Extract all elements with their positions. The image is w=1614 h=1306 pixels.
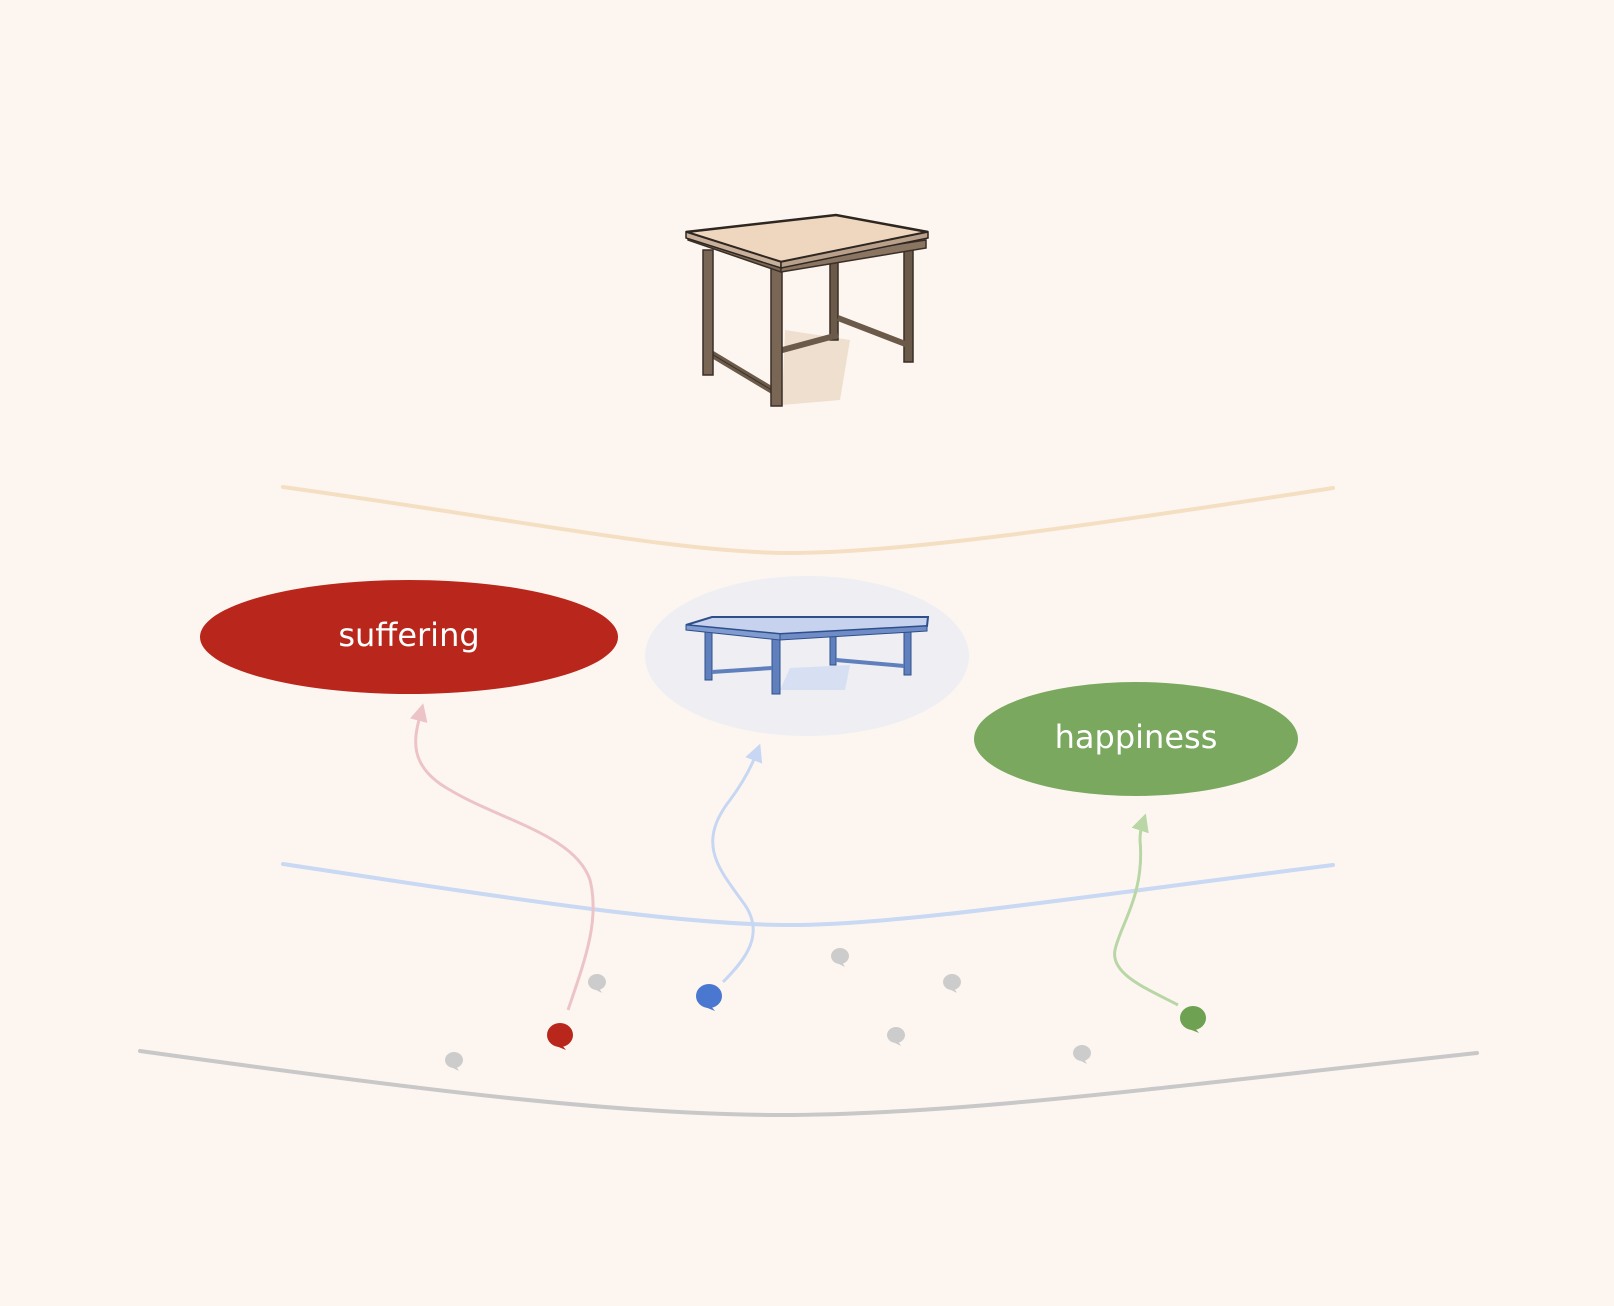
grey-dot — [831, 948, 849, 967]
suffering-node[interactable]: suffering — [200, 580, 618, 694]
grey-dot — [887, 1027, 905, 1046]
green-dot — [1180, 1006, 1206, 1033]
bottom-band-curve — [138, 1049, 1479, 1118]
grey-dot — [1073, 1045, 1091, 1064]
table-node[interactable] — [645, 576, 969, 736]
happiness-arrow — [1113, 813, 1179, 1007]
grey-dot — [943, 974, 961, 993]
table-arrow — [711, 743, 763, 984]
red-dot — [547, 1023, 573, 1050]
wooden-table-icon — [685, 213, 929, 407]
happiness-label: happiness — [1055, 718, 1218, 756]
grey-dot — [588, 974, 606, 993]
blue-dot — [696, 984, 722, 1011]
background-dots — [445, 948, 1091, 1071]
suffering-label: suffering — [338, 616, 479, 654]
top-band-curve — [281, 485, 1335, 556]
middle-band-curve — [281, 862, 1335, 928]
grey-dot — [445, 1052, 463, 1071]
happiness-node[interactable]: happiness — [974, 682, 1298, 796]
suffering-arrow — [410, 703, 595, 1011]
blue-table-icon — [685, 616, 930, 695]
